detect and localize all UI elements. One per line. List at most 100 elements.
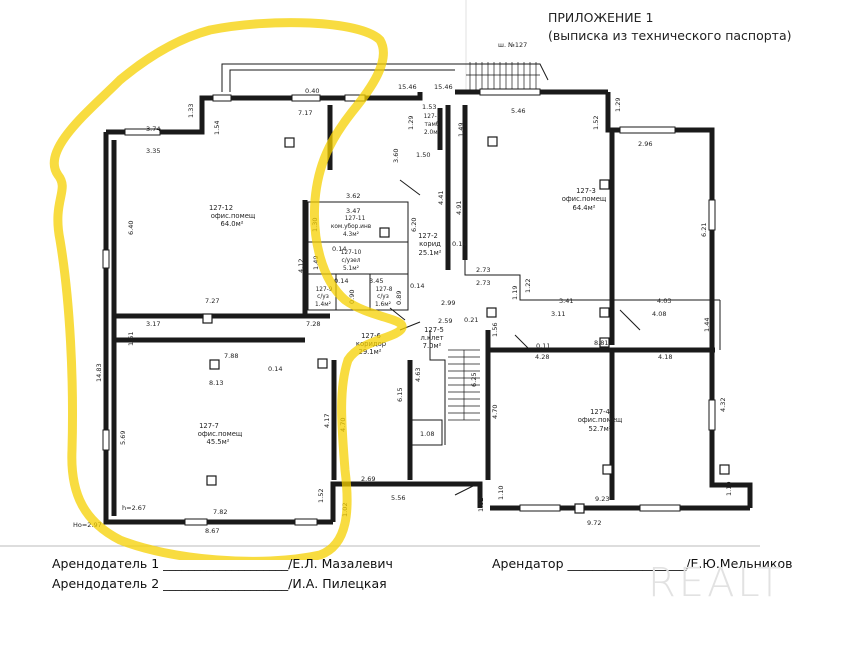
dim-0-14e: 0.14 [268,365,282,373]
dim-1-49: 1.49 [457,123,465,137]
room-127-3: 127-3 офис.помещ 64.4м² [562,187,607,212]
dim-1-02b: 1.02 [477,498,485,512]
dim-5-46: 5.46 [511,107,525,115]
dim-2-73b: 2.73 [476,279,490,287]
svg-text:127-10: 127-10 [341,250,362,256]
dim-7-17: 7.17 [298,109,312,117]
dim-1-49b: 1.49 [312,256,320,270]
room-127-10: 127-10 с/узел 5.1м² [341,250,362,272]
page-title: ПРИЛОЖЕНИЕ 1 [548,10,654,25]
dim-2-99: 2.99 [441,299,455,307]
svg-text:5.1м²: 5.1м² [343,265,359,272]
dim-0-11: 0.11 [536,342,550,350]
watermark-logo: REALT [648,560,785,606]
room-127-11: 127-11 ком.убор.инв 4.3м² [331,216,372,238]
dim-4-91: 4.91 [455,201,463,215]
room-127-5: 127-5 л.клет 7.0м² [420,326,443,350]
room-127-9: 127-9 с/уз 1.4м² [315,287,333,308]
dim-4-32: 4.32 [719,398,727,412]
dim-1-10b: 1.10 [725,482,733,496]
dim-5-56: 5.56 [391,494,405,502]
svg-text:офис.помещ: офис.помещ [211,212,256,220]
dim-9-23: 9.23 [595,495,609,503]
dim-4-03: 4.03 [657,297,671,305]
dim-1-50: 1.50 [416,151,430,159]
dim-1-29b: 1.29 [614,98,622,112]
svg-text:тамб: тамб [425,122,440,128]
dim-0-21: 0.21 [464,316,478,324]
dim-0-14a: 0.14 [332,245,346,253]
dim-3-41: 3.41 [559,297,573,305]
dim-4-17: 4.17 [323,414,331,428]
dim-3-60: 3.60 [392,149,400,163]
dim-1-54: 1.54 [213,121,221,135]
dim-6-20: 6.20 [410,218,418,232]
dim-4-18: 4.18 [658,353,672,361]
svg-text:офис.помещ: офис.помещ [198,430,243,438]
svg-text:127-11: 127-11 [345,216,366,222]
dim-6-25: 6.25 [470,373,478,387]
dim-1-33: 1.33 [187,104,195,118]
dim-7-82: 7.82 [213,508,227,516]
dim-0-89: 0.89 [395,291,403,305]
svg-text:127-12: 127-12 [209,204,233,212]
dim-3-11: 3.11 [551,310,565,318]
dim-4-63: 4.63 [414,368,422,382]
height-label: h=2.67 [122,504,146,512]
dim-1-19: 1.19 [511,286,519,300]
dim-1-52a: 1.52 [592,116,600,130]
dim-3-45: 3.45 [369,277,383,285]
dim-1-44: 1.44 [703,318,711,332]
svg-text:ком.убор.инв: ком.убор.инв [331,224,372,230]
svg-text:офис.помещ: офис.помещ [562,195,607,203]
svg-text:64.0м²: 64.0м² [221,220,244,228]
height-total-label: Ho=2.97 [73,521,102,529]
dim-4-12: 4.12 [297,259,305,273]
dim-14-83: 14.83 [95,363,103,382]
dim-5-69: 5.69 [119,431,127,445]
dim-3-74: 3.74 [146,125,160,133]
room-127-4: 127-4 офис.помещ 52.7м² [578,408,623,433]
dim-0-14d: 0.14 [410,282,424,290]
dim-6-21: 6.21 [700,223,708,237]
svg-text:127-7: 127-7 [199,422,219,430]
dim-4-28: 4.28 [535,353,549,361]
floor-plan: ш. №127 0.40 15.46 15.46 1.53 3.74 1.33 … [0,0,760,560]
dim-3-62: 3.62 [346,192,360,200]
svg-text:52.7м²: 52.7м² [589,425,612,433]
dim-1-08: 1.08 [420,430,434,438]
room-127-2: 127-2 корид 25.1м² [418,232,442,257]
svg-text:с/уз: с/уз [317,294,329,300]
dim-1-52b: 1.52 [317,489,325,503]
svg-text:2.0м²: 2.0м² [424,129,440,136]
dim-3-47: 3.47 [346,207,360,215]
dim-8-13: 8.13 [209,379,223,387]
dim-0-90: 0.90 [348,290,356,304]
dim-4-08: 4.08 [652,310,666,318]
dim-6-15: 6.15 [396,388,404,402]
svg-text:1.4м²: 1.4м² [315,301,331,308]
svg-text:1.6м²: 1.6м² [375,301,391,308]
dim-2-73a: 2.73 [476,266,490,274]
svg-text:127-4: 127-4 [590,408,610,416]
dim-1-22: 1.22 [524,279,532,293]
dim-4-41: 4.41 [437,191,445,205]
svg-text:127-9: 127-9 [316,287,333,293]
dim-3-17: 3.17 [146,320,160,328]
dim-1-56b: 1.56 [491,323,499,337]
dim-0-14c: 0.14 [334,277,348,285]
svg-text:29.1м²: 29.1м² [359,348,382,356]
svg-text:7.0м²: 7.0м² [423,342,442,350]
page-subtitle: (выписка из технического паспорта) [548,28,792,43]
svg-text:127-1: 127-1 [424,114,441,120]
dim-2-96: 2.96 [638,140,652,148]
svg-text:корид: корид [419,240,441,248]
svg-text:с/уз: с/уз [377,294,389,300]
dim-7-27: 7.27 [205,297,219,305]
dim-1-10a: 1.10 [497,486,505,500]
svg-text:127-2: 127-2 [418,232,438,240]
room-127-8: 127-8 с/уз 1.6м² [375,287,393,308]
svg-text:64.4м²: 64.4м² [573,204,596,212]
room-127-12: 127-12 офис.помещ 64.0м² [209,204,256,228]
svg-text:офис.помещ: офис.помещ [578,416,623,424]
